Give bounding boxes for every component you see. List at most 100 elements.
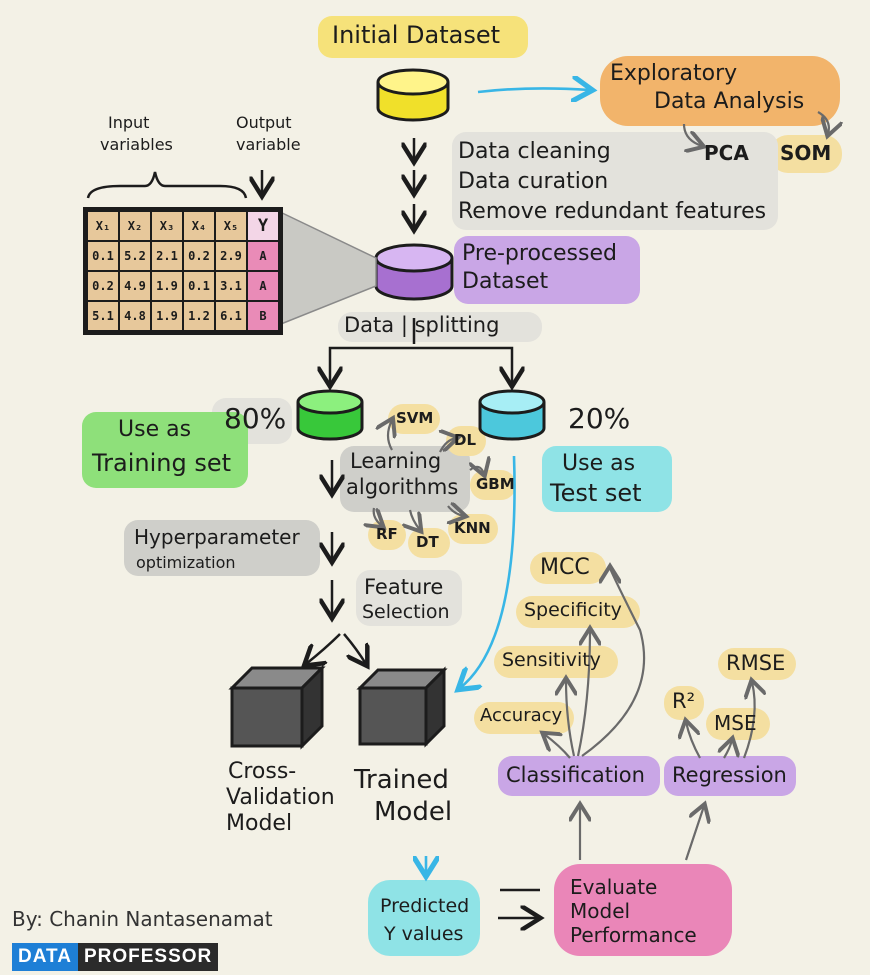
predicted-highlight	[368, 880, 480, 956]
steps-highlight	[452, 132, 778, 230]
feature-selection-line1: Feature	[364, 575, 444, 599]
learning-highlight	[340, 446, 470, 512]
table-cell: 4.8	[118, 300, 152, 332]
cv-model-cube	[228, 664, 326, 750]
output-variable-line1: Output	[236, 113, 292, 132]
step-data-cleaning: Data cleaning	[458, 139, 611, 164]
rmse-bubble	[718, 648, 796, 680]
table-cell: 5.2	[118, 240, 152, 272]
table-cell: 0.2	[182, 240, 216, 272]
predicted-line2: Y values	[384, 923, 464, 945]
metric-rmse: RMSE	[726, 651, 786, 675]
evaluate-line3: Performance	[570, 923, 697, 947]
eda-label-line1: Exploratory	[610, 61, 738, 86]
metric-specificity: Specificity	[524, 599, 622, 621]
table-cell: 4.9	[118, 270, 152, 302]
test-cylinder	[478, 389, 546, 441]
gray-arrows	[374, 111, 829, 861]
table-header-cell: X₃	[150, 210, 184, 242]
data-professor-logo: DATA PROFESSOR	[12, 943, 219, 971]
table-cell: 0.2	[86, 270, 120, 302]
brand-data: DATA	[12, 943, 78, 971]
cv-model-line3: Model	[226, 811, 293, 836]
cv-model-line1: Cross-	[228, 759, 297, 784]
accuracy-bubble	[474, 702, 574, 734]
metric-mse: MSE	[714, 711, 757, 735]
input-variables-line2: variables	[100, 135, 173, 154]
table-cell: 3.1	[214, 270, 248, 302]
metric-mcc: MCC	[540, 555, 590, 580]
input-brace	[86, 171, 248, 199]
table-cell: 1.2	[182, 300, 216, 332]
preprocessed-highlight	[454, 236, 640, 304]
sample-data-table: X₁ X₂ X₃ X₄ X₅ Y 0.1 5.2 2.1 0.2 2.9 A 0…	[86, 210, 280, 332]
table-cell: 2.1	[150, 240, 184, 272]
algo-svm: SVM	[396, 409, 434, 427]
table-header-row: X₁ X₂ X₃ X₄ X₅ Y	[86, 210, 280, 242]
evaluate-highlight	[554, 864, 732, 956]
specificity-bubble	[516, 596, 640, 628]
algo-rf: RF	[376, 525, 398, 543]
metric-sensitivity: Sensitivity	[502, 649, 601, 671]
hyperparameter-line1: Hyperparameter	[134, 525, 300, 549]
byline: By: Chanin Nantasenamat	[12, 907, 273, 931]
learning-line1: Learning	[350, 449, 442, 473]
table-cell: A	[246, 270, 280, 302]
hyperparameter-line2: optimization	[136, 553, 236, 572]
som-highlight	[770, 135, 842, 173]
initial-dataset-cylinder	[376, 68, 450, 122]
table-cell: 1.9	[150, 300, 184, 332]
table-cell: 5.1	[86, 300, 120, 332]
metric-accuracy: Accuracy	[480, 705, 563, 726]
evaluate-line2: Model	[570, 899, 631, 923]
preprocessed-line2: Dataset	[462, 269, 549, 294]
brand-professor: PROFESSOR	[77, 943, 219, 971]
table-cell: 2.9	[214, 240, 248, 272]
table-header-cell: X₅	[214, 210, 248, 242]
zoom-trapezoid	[275, 208, 377, 328]
pca-label: PCA	[704, 141, 749, 165]
table-cell: 0.1	[182, 270, 216, 302]
trained-model-cube	[356, 666, 448, 748]
test-set-line2: Test set	[550, 479, 642, 507]
table-row: 0.2 4.9 1.9 0.1 3.1 A	[86, 270, 280, 302]
preprocessed-cylinder	[374, 243, 454, 301]
predicted-line1: Predicted	[380, 895, 470, 917]
table-cell: A	[246, 240, 280, 272]
training-cylinder	[296, 389, 364, 441]
pct-test-label: 20%	[568, 402, 631, 435]
table-header-cell: X₂	[118, 210, 152, 242]
algo-gbm: GBM	[476, 475, 515, 493]
data-splitting-label: Data | splitting	[344, 313, 500, 337]
classification-label: Classification	[506, 763, 645, 787]
eda-highlight	[600, 56, 840, 126]
training-set-highlight	[82, 412, 248, 488]
learning-line2: algorithms	[346, 475, 459, 499]
initial-dataset-highlight	[318, 16, 528, 58]
table-cell: 6.1	[214, 300, 248, 332]
table-row: 5.1 4.8 1.9 1.2 6.1 B	[86, 300, 280, 332]
som-label: SOM	[780, 141, 832, 165]
test-set-highlight	[542, 446, 672, 512]
output-variable-line2: variable	[236, 135, 301, 154]
hyperparameter-highlight	[124, 520, 320, 576]
algo-knn: KNN	[454, 519, 491, 537]
regression-label: Regression	[672, 763, 787, 787]
pct-train-label: 80%	[224, 402, 287, 435]
blue-arrows	[426, 88, 590, 874]
initial-dataset-label: Initial Dataset	[332, 21, 501, 49]
step-remove-redundant: Remove redundant features	[458, 199, 767, 224]
table-header-cell: Y	[246, 210, 280, 242]
mcc-bubble	[530, 552, 606, 584]
r2-bubble	[664, 686, 704, 720]
classification-highlight	[498, 756, 660, 796]
algo-dl: DL	[454, 431, 477, 449]
table-header-cell: X₄	[182, 210, 216, 242]
split-arrows	[306, 318, 512, 664]
regression-highlight	[664, 756, 796, 796]
eda-label-line2: Data Analysis	[654, 89, 805, 114]
input-variables-line1: Input	[108, 113, 150, 132]
sensitivity-bubble	[494, 646, 618, 678]
metric-r2: R²	[672, 689, 696, 713]
